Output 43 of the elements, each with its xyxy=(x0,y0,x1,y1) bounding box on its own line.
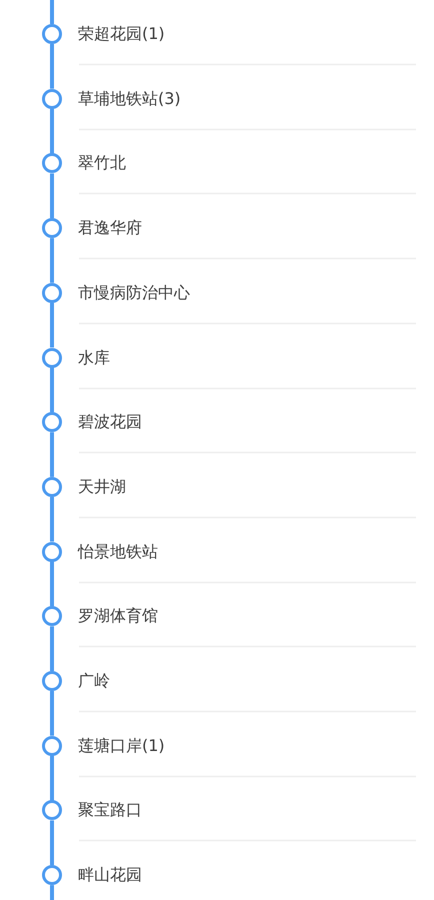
stop-name: 畔山花园 xyxy=(78,865,142,886)
stop-name: 翠竹北 xyxy=(78,153,126,174)
bus-stop xyxy=(42,865,142,886)
stop-name: 天井湖 xyxy=(78,476,126,497)
bus-stop xyxy=(42,736,165,756)
bus-stop xyxy=(42,476,126,497)
route-line xyxy=(50,238,54,283)
bus-stop xyxy=(42,218,142,238)
bus-stop xyxy=(42,88,181,109)
bus-stop xyxy=(42,153,126,174)
route-line xyxy=(50,562,54,606)
bus-stop xyxy=(42,542,158,562)
stop-name: 荣超花园(1) xyxy=(78,24,165,44)
stop-name: 水库 xyxy=(78,348,110,368)
stop-name: 罗湖体育馆 xyxy=(78,606,158,626)
route-line xyxy=(50,173,54,218)
stop-name: 市慢病防治中心 xyxy=(78,282,190,303)
bus-stop xyxy=(42,348,110,368)
stop-name: 君逸华府 xyxy=(78,218,142,238)
route-line xyxy=(50,626,54,671)
stop-name: 怡景地铁站 xyxy=(78,542,158,562)
bus-stop xyxy=(42,282,190,303)
route-line xyxy=(50,432,54,477)
route-line xyxy=(50,44,54,89)
route-line xyxy=(50,496,54,542)
route-line xyxy=(50,756,54,800)
stop-name: 莲塘口岸(1) xyxy=(78,736,165,756)
route-line xyxy=(50,368,54,412)
stop-name: 草埔地铁站(3) xyxy=(78,88,181,109)
bus-stop xyxy=(42,24,165,44)
stop-name: 广岭 xyxy=(78,671,110,691)
stop-name: 碧波花园 xyxy=(78,412,142,432)
route-line xyxy=(50,820,54,866)
stop-name: 聚宝路口 xyxy=(78,800,142,820)
bus-stop xyxy=(42,606,158,626)
bus-stop xyxy=(42,412,142,432)
route-line xyxy=(50,108,54,154)
route-line xyxy=(50,885,54,900)
bus-stop xyxy=(42,800,142,820)
route-line xyxy=(50,302,54,348)
route-line xyxy=(50,691,54,736)
route-line xyxy=(50,0,54,24)
bus-stop xyxy=(42,671,110,691)
